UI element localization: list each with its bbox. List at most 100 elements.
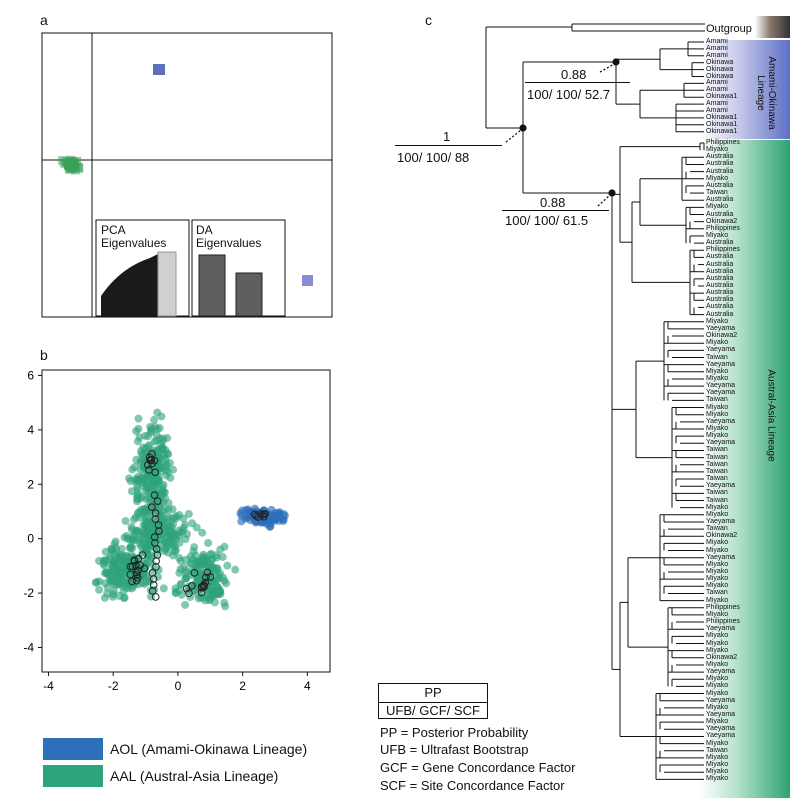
x-tick-label: 4 (304, 679, 311, 690)
centroid-point (155, 527, 163, 535)
tip-label: Miyako (706, 403, 729, 411)
tip-label: Yaeyama (706, 482, 736, 490)
aal-point (220, 542, 229, 551)
tip-label: Yaeyama (706, 324, 736, 332)
tip-label: Taiwan (706, 467, 728, 475)
centroid-point (252, 511, 260, 520)
aal-point (143, 555, 152, 564)
tip-label: Philippines (706, 618, 740, 626)
centroid-point (132, 561, 140, 570)
aal-point (153, 408, 162, 417)
tip-label: Yaeyama (706, 346, 736, 354)
tip-label: Yaeyama (706, 668, 736, 676)
tip-label: Yaeyama (706, 360, 736, 368)
key-line-gcf: GCF = Gene Concordance Factor (380, 760, 576, 775)
tip-label: Miyako (706, 575, 729, 583)
x-tick-label: 2 (239, 679, 246, 690)
aal-point (74, 163, 84, 173)
centroid-point (199, 581, 207, 590)
aal-point (139, 570, 148, 579)
pca-label-line1: PCA (101, 223, 126, 237)
tip-label: Australia (706, 274, 734, 282)
centroid-point (153, 497, 162, 505)
y-tick-label: -2 (23, 586, 34, 600)
aal-point (183, 530, 192, 539)
tip-label: Amami (706, 100, 728, 108)
centroid-point (147, 503, 156, 511)
tip-label: Miyako (706, 560, 729, 568)
aal-point (181, 569, 190, 578)
tip-label: Australia (706, 253, 734, 261)
aal-point (134, 414, 143, 423)
support-key-bottom: UFB/ GCF/ SCF (386, 703, 480, 718)
aal-point (91, 578, 100, 587)
aal-point (193, 590, 202, 599)
centroid-point (140, 564, 149, 573)
centroid-point (152, 563, 160, 571)
aal-point (163, 542, 172, 551)
da-label-line2: Eigenvalues (196, 236, 262, 250)
tip-label: Yaeyama (706, 711, 736, 718)
outgroup-band (755, 16, 790, 38)
support-key-divider (378, 702, 488, 703)
aal-point (68, 160, 78, 170)
aal-point (122, 532, 131, 541)
tip-label: Miyako (706, 775, 729, 783)
panel-a-aol-cluster-2 (302, 275, 313, 286)
tip-label: Miyako (706, 703, 729, 711)
aal-point (144, 539, 153, 548)
tip-label: Miyako (706, 768, 729, 776)
tip-label: Miyako (706, 539, 729, 547)
aal-point (188, 569, 197, 578)
tip-label: Miyako (706, 568, 729, 575)
aal-point (58, 156, 68, 166)
tip-label: Amami (706, 86, 728, 94)
aal-point (150, 437, 159, 446)
tip-label: Yaeyama (706, 732, 736, 740)
aal-point (132, 427, 141, 436)
centroid-point (154, 521, 163, 529)
tip-label: Yaeyama (706, 625, 736, 633)
aal-point (212, 590, 221, 599)
aal-point (175, 568, 184, 577)
tip-label: Miyako (706, 582, 729, 590)
root-support-rest: 100/ 100/ 88 (397, 150, 470, 165)
aal-point (149, 515, 158, 524)
aal-point (187, 559, 196, 568)
aal-point (150, 415, 159, 424)
tip-label: Miyako (706, 596, 729, 604)
aal-point (101, 547, 110, 556)
panel-a-aal-cluster (58, 155, 84, 175)
tip-label: Miyako (706, 510, 729, 518)
tip-label: Yaeyama (706, 696, 736, 704)
aal-point (164, 548, 173, 557)
aal-point (175, 526, 184, 535)
y-tick-label: -4 (23, 641, 34, 655)
aal-point (111, 554, 120, 563)
tip-label: Miyako (706, 761, 729, 769)
tip-label: Australia (706, 181, 734, 189)
centroid-point (190, 569, 199, 577)
aol-point (268, 511, 277, 520)
x-tick-label: -4 (43, 679, 54, 690)
tip-label: Australia (706, 196, 734, 204)
aal-point (177, 590, 186, 599)
tip-label: Australia (706, 296, 734, 304)
aal-point (204, 538, 213, 547)
pca-inset-label: PCA Eigenvalues (101, 224, 166, 250)
da-bar-2 (235, 272, 263, 317)
tip-label: Australia (706, 239, 734, 247)
aal-point (99, 559, 108, 568)
aal-point (136, 528, 145, 537)
tip-label: Miyako (706, 503, 729, 511)
tip-label: Miyako (706, 675, 729, 683)
tip-label: Miyako (706, 646, 729, 654)
aal-point (141, 431, 150, 440)
tip-label: Yaeyama (706, 382, 736, 390)
y-tick-label: 2 (27, 477, 34, 491)
tip-label: Taiwan (706, 496, 728, 504)
centroid-point (150, 533, 159, 541)
aal-support-rule (502, 210, 609, 211)
pca-eigen-bars (101, 254, 158, 316)
